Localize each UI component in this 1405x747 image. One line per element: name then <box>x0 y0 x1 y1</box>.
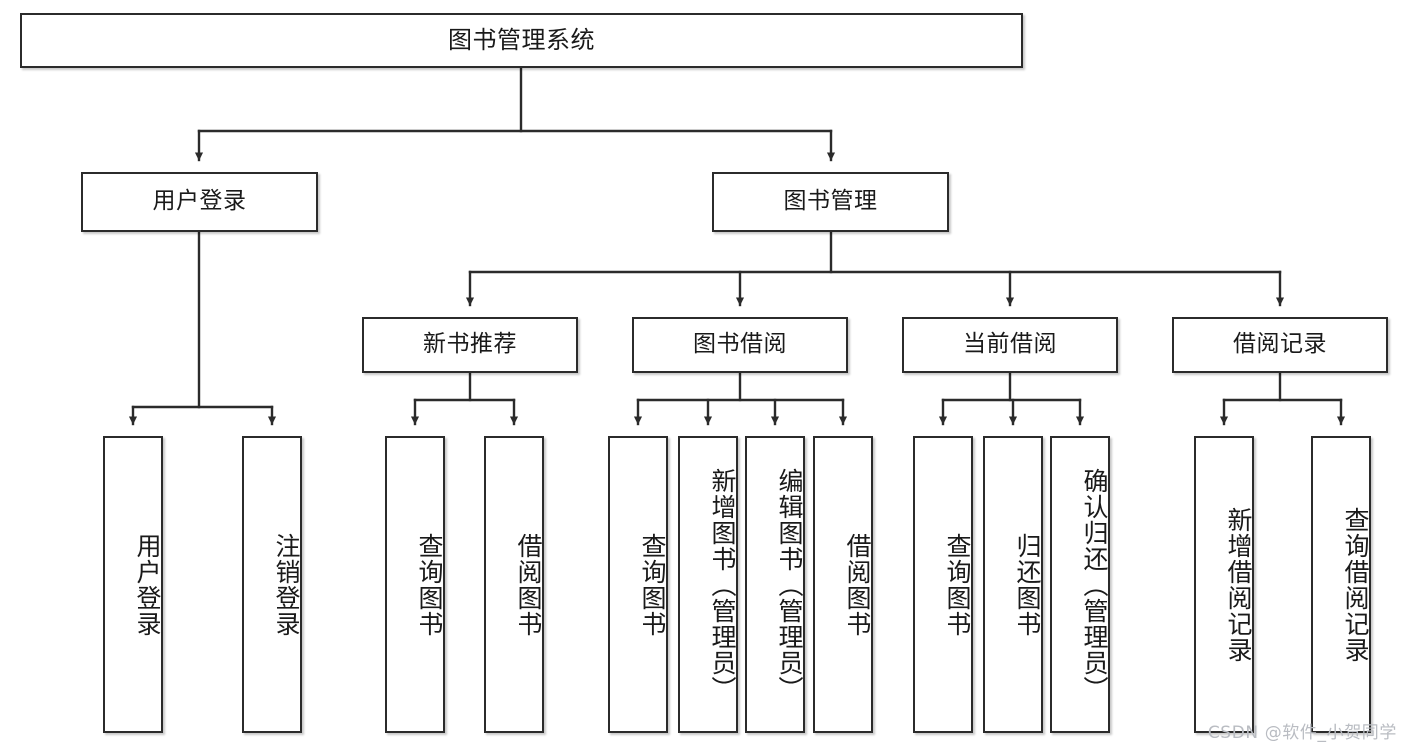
leaf-label: 编辑图书（管理员） <box>775 467 804 702</box>
leaf-logout-login[interactable]: 注销登录 <box>242 436 302 733</box>
node-current-borrow[interactable]: 当前借阅 <box>902 317 1118 373</box>
watermark: CSDN @软件_小贺同学 <box>1207 723 1397 743</box>
leaf-label: 借阅图书 <box>514 532 543 637</box>
node-book-manage[interactable]: 图书管理 <box>712 172 949 232</box>
leaf-label: 查询图书 <box>638 532 667 637</box>
leaf-label: 查询图书 <box>415 532 444 637</box>
leaf-label: 新增图书（管理员） <box>708 467 737 702</box>
leaf-query-record[interactable]: 查询借阅记录 <box>1311 436 1371 733</box>
leaf-user-login[interactable]: 用户登录 <box>103 436 163 733</box>
leaf-label: 查询借阅记录 <box>1341 506 1370 663</box>
node-new-book-recommend[interactable]: 新书推荐 <box>362 317 578 373</box>
leaf-label: 借阅图书 <box>843 532 872 637</box>
node-borrow-record[interactable]: 借阅记录 <box>1172 317 1388 373</box>
leaf-query-book-2[interactable]: 查询图书 <box>608 436 668 733</box>
node-user-login[interactable]: 用户登录 <box>81 172 318 232</box>
leaf-confirm-return[interactable]: 确认归还（管理员） <box>1050 436 1110 733</box>
leaf-borrow-book-1[interactable]: 借阅图书 <box>484 436 544 733</box>
leaf-return-book[interactable]: 归还图书 <box>983 436 1043 733</box>
leaf-label: 注销登录 <box>272 532 301 637</box>
leaf-query-book-1[interactable]: 查询图书 <box>385 436 445 733</box>
leaf-label: 归还图书 <box>1013 532 1042 637</box>
leaf-label: 确认归还（管理员） <box>1080 467 1109 702</box>
node-book-borrow[interactable]: 图书借阅 <box>632 317 848 373</box>
leaf-label: 用户登录 <box>133 532 162 637</box>
leaf-edit-book[interactable]: 编辑图书（管理员） <box>745 436 805 733</box>
leaf-label: 新增借阅记录 <box>1224 506 1253 663</box>
leaf-borrow-book-2[interactable]: 借阅图书 <box>813 436 873 733</box>
leaf-query-book-3[interactable]: 查询图书 <box>913 436 973 733</box>
leaf-label: 查询图书 <box>943 532 972 637</box>
leaf-add-book[interactable]: 新增图书（管理员） <box>678 436 738 733</box>
leaf-add-record[interactable]: 新增借阅记录 <box>1194 436 1254 733</box>
node-root[interactable]: 图书管理系统 <box>20 13 1023 68</box>
